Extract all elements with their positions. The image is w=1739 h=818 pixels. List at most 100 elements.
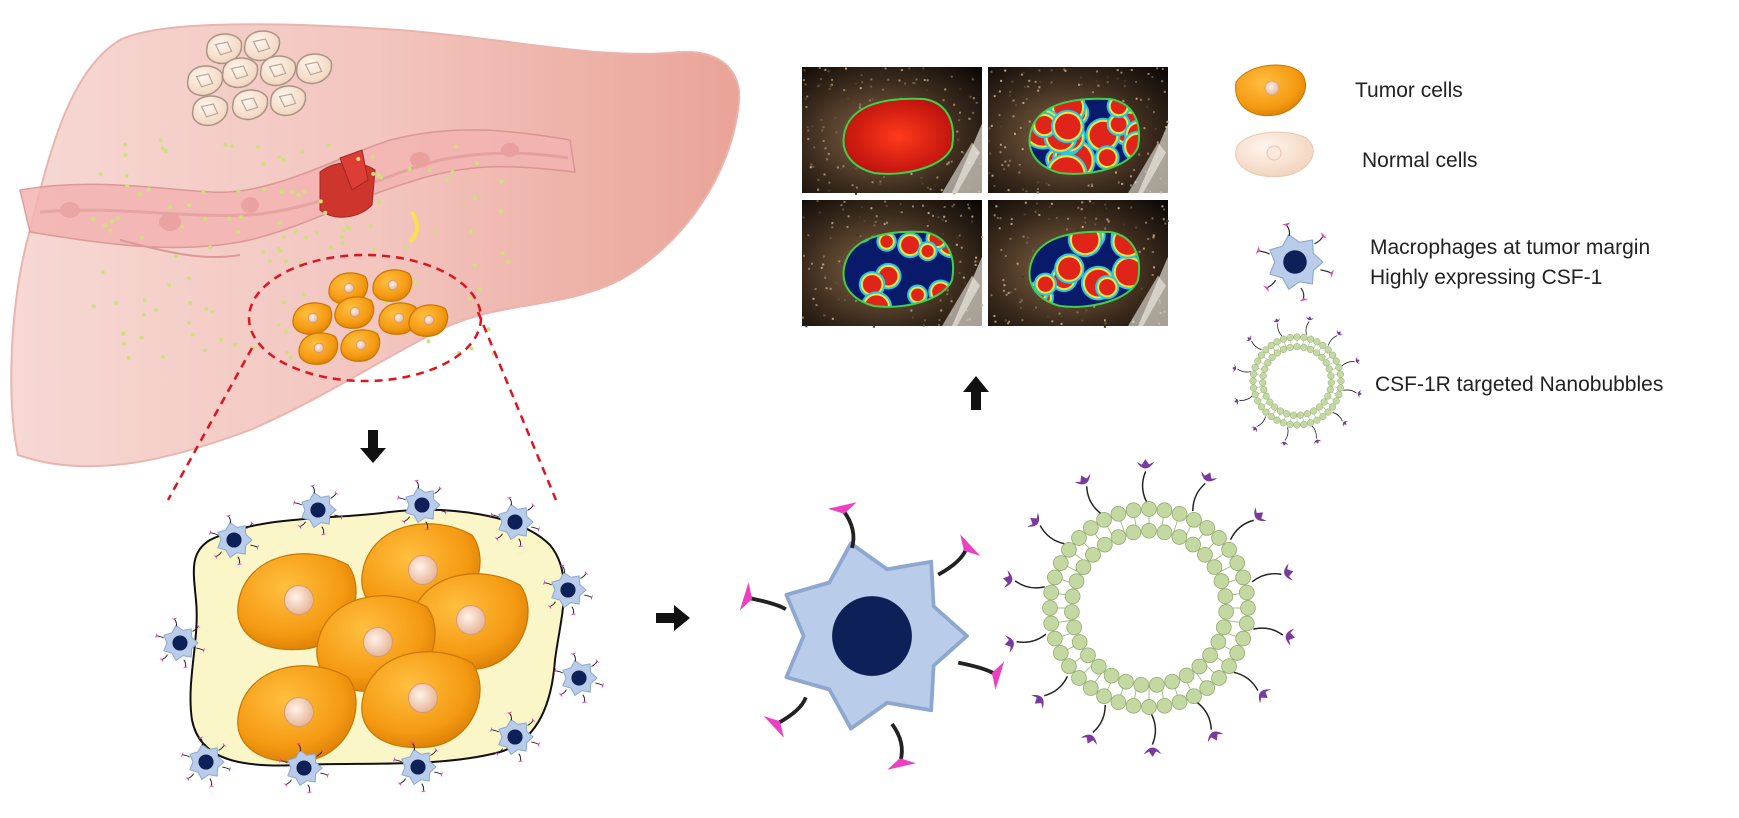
tumor-cell [237,665,357,763]
nanobubble-dot [498,209,503,214]
nanobubble-dot [202,348,207,353]
margin-macrophage [180,736,232,788]
nanobubble-dot [290,189,295,194]
nanobubble-dot [339,235,344,239]
nanobubble-dot [233,342,238,347]
right-arrow [656,605,690,631]
nanobubble-dot [356,157,361,161]
nanobubble-dot [486,327,491,332]
ultrasound-panel [802,67,982,195]
normal-cell [243,30,281,62]
nanobubble-large [1003,459,1295,757]
nanobubble-dot [370,154,375,159]
nanobubble-dot [139,235,144,240]
nanobubble-dot [137,191,142,196]
nanobubble-dot [188,300,193,305]
nanobubble-dot [146,187,151,192]
nanobubble-dot [302,189,307,194]
nanobubble-dot [426,339,431,344]
nanobubble-dot [469,346,474,351]
nanobubble-dot [203,217,208,222]
flow-arrows [360,376,989,631]
nanobubble-dot [282,300,287,305]
normal-cell-cluster [186,30,333,127]
nanobubble-dot [288,355,293,360]
nanobubble-dot [407,167,412,171]
nanobubble-dot [302,292,306,297]
ultrasound-panel [802,200,984,328]
nanobubble-dot [103,223,108,228]
nanobubble-dot [500,251,505,256]
nanobubble-dot [210,309,215,314]
legend-label-nanobubbles: CSF-1R targeted Nanobubbles [1375,373,1664,396]
margin-macrophage [553,652,605,704]
blood-vessel [19,129,576,259]
normal-cell [221,57,259,89]
nanobubble-dot [323,210,328,215]
nanobubble-dot [121,331,126,336]
nanobubble-dot [345,225,350,229]
nanobubble-dot [473,196,478,201]
nanobubble-dot [190,332,195,337]
tumor-cell [361,651,481,749]
nanobubble-dot [472,263,477,268]
macrophage-icon [1256,222,1334,302]
nanobubble-dot [293,229,298,234]
nanobubble-dot [340,241,345,246]
nanobubble-dot [186,320,191,325]
nanobubble-dot [276,247,281,252]
nanobubble-dot [174,254,179,259]
nanobubble-dot [296,193,301,198]
tumor-cells-group [237,523,529,763]
nanobubble-dot [161,354,166,359]
normal-cell [269,85,307,117]
legend-label-normal-cells: Normal cells [1362,149,1478,172]
margin-macrophage [489,496,541,548]
nanobubble-dot [126,355,131,360]
nanobubble-dot [445,177,449,182]
nanobubble-dot [91,304,96,309]
macrophage-large [739,502,1005,770]
nanobubble-dot [236,189,241,193]
nanobubble-dot [100,270,105,275]
up-arrow [963,376,989,410]
nanobubble-dot [427,168,432,173]
nanobubble-dot [326,143,331,148]
tumor-cell [292,302,333,335]
zoom-line-left [166,347,254,501]
nanobubble-dot [433,228,438,233]
margin-macrophage [292,484,344,536]
zoom-line-right [476,311,558,501]
tumor-cell-cluster [292,269,449,365]
nanobubble-dot [154,308,158,312]
nanobubble-dot [276,322,281,327]
nanobubble-dot [124,173,129,178]
nanobubble-dot [230,144,235,149]
nanobubble-dot [268,259,273,264]
nanobubble-dot [341,228,346,233]
liver-illustration [10,23,741,501]
normal-cell [259,55,297,87]
nanobubble-dot [368,224,373,229]
nanobubble-dot [414,281,419,286]
nanobubble-dot [454,144,458,149]
nanobubble-dot [160,146,165,151]
ultrasound-image-grid [802,67,1169,328]
legend-label-macrophages-line2: Highly expressing CSF-1 [1370,266,1603,289]
margin-macrophage [396,479,448,531]
nanobubble-dot [141,312,146,317]
tumor-cell [334,296,375,329]
nanobubble-dot [279,189,284,194]
nanobubble-dot [163,149,168,153]
normal-cell [231,89,269,121]
nanobubble-dot [262,187,267,192]
nanobubble-dot [318,199,323,204]
tumor-cell [298,332,339,365]
liver-shape [10,23,741,468]
nanobubble-dot [110,219,115,224]
nanobubble-dot [123,153,128,157]
nanobubble-icon [1232,316,1362,446]
nanobubble-dot [402,246,407,251]
nanobubble-dot [108,228,113,233]
nanobubble-dot [139,335,144,340]
